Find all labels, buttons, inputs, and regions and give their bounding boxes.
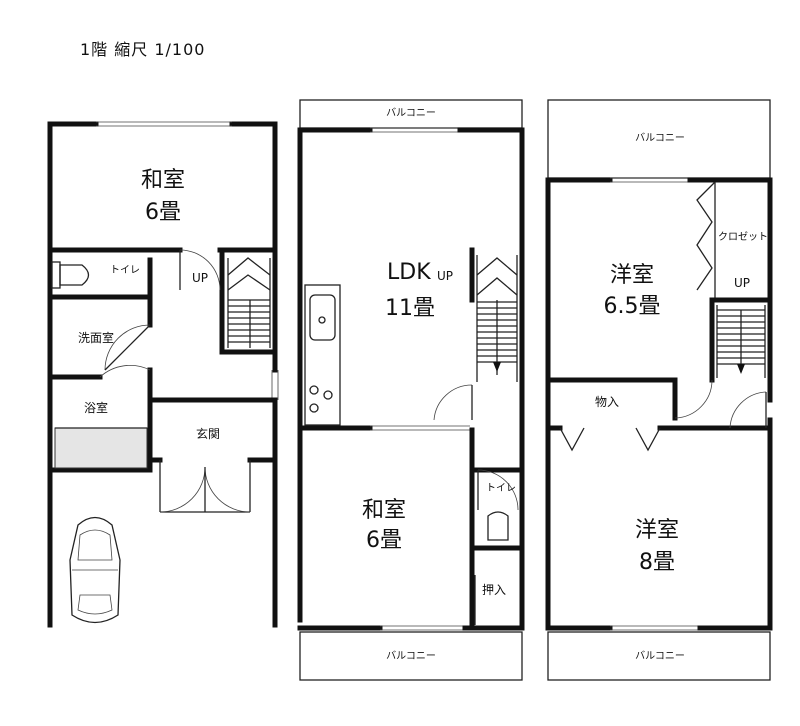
floor1-yokushitsu-label: 浴室 [84,401,109,415]
floor2-washitsu-name: 和室 [361,498,407,523]
floor1-toilet-label: トイレ [110,265,140,276]
stairs-floor-2 [476,255,518,382]
floor-3-plan [545,99,773,681]
floor2-ldk-size: 11畳 [385,296,435,321]
floor3-closet-label: クロゼット [718,232,768,243]
floor1-washitsu-size: 6畳 [145,200,181,225]
floor3-up-label: UP [734,276,751,290]
floor2-washitsu-size: 6畳 [366,528,402,553]
page-title: 1階 縮尺 1/100 [80,40,206,59]
floor3-balcony-bottom-label: バルコニー [635,651,685,662]
stairs-floor-3 [716,305,766,378]
floor2-toilet-label: トイレ [486,483,516,494]
floor3-balcony-top-label: バルコニー [635,133,685,144]
car-icon [69,516,121,624]
floor-2-plan [297,99,525,681]
floor1-up-label: UP [192,271,209,285]
floor3-youshitsu-b-size: 8畳 [639,550,675,575]
floor3-mono-ire-label: 物入 [595,395,620,409]
floor2-balcony-bottom-label: バルコニー [386,651,436,662]
floor1-genkan-label: 玄関 [196,427,221,441]
stairs-floor-1 [227,257,271,348]
floor2-oshiire-label: 押入 [482,583,507,597]
floor1-senmen-label: 洗面室 [78,331,115,345]
floor3-youshitsu-a-size: 6.5畳 [603,294,661,319]
floor3-youshitsu-a-name: 洋室 [609,263,655,288]
floor2-ldk-up: UP [437,269,454,283]
floor3-youshitsu-b-name: 洋室 [634,518,680,543]
floor2-balcony-top-label: バルコニー [386,108,436,119]
floor1-washitsu-name: 和室 [140,168,186,193]
floor-1-plan [47,121,279,628]
floor2-ldk-name: LDK [387,260,431,285]
